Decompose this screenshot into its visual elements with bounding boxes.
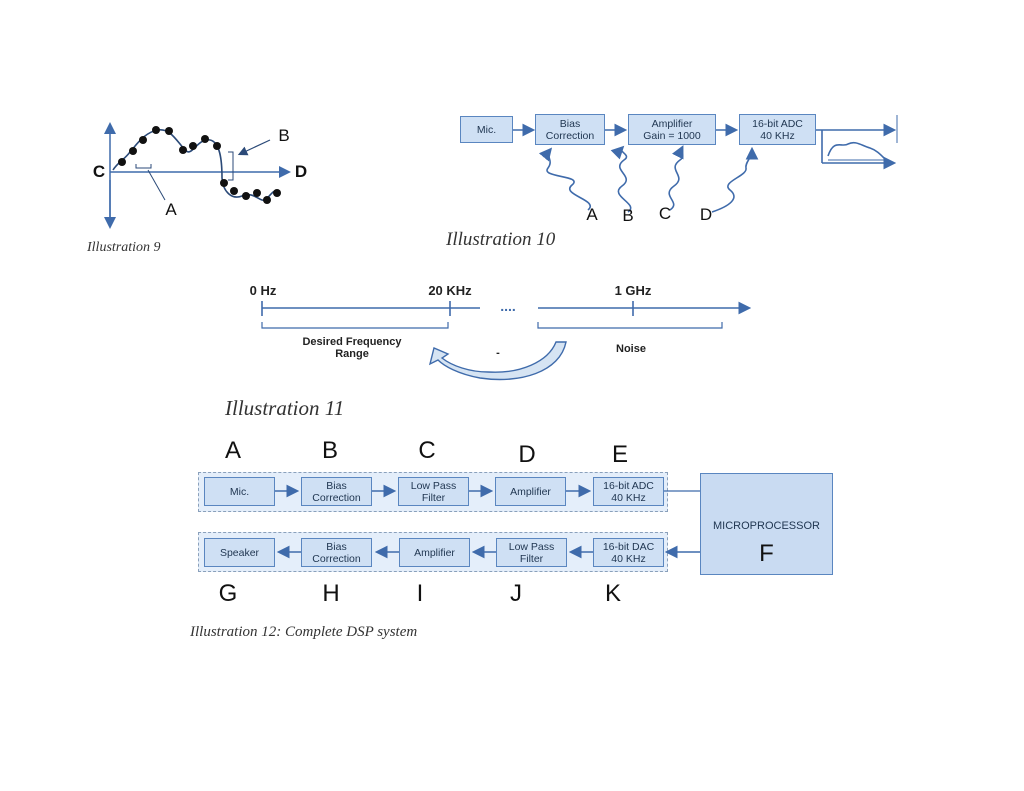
signal-label-c: C (658, 204, 672, 223)
letter-e: E (611, 441, 629, 468)
microprocessor-label: MICROPROCESSOR (713, 520, 820, 532)
dsp-block-bias-correction-in: Bias Correction (301, 477, 372, 506)
dsp-block-amplifier-in: Amplifier (495, 477, 566, 506)
dash-label: - (496, 347, 500, 359)
dsp-block-speaker: Speaker (204, 538, 275, 567)
label-d: D (294, 162, 308, 181)
freq-label-1ghz: 1 GHz (614, 283, 652, 298)
letter-g: G (218, 580, 238, 607)
letter-k: K (604, 580, 622, 607)
axis-dots: .... (500, 298, 516, 314)
label-a: A (165, 200, 177, 219)
freq-label-20khz: 20 KHz (428, 283, 472, 298)
label-b: B (278, 126, 290, 145)
block-bias-correction: Bias Correction (535, 114, 605, 145)
letter-j: J (510, 580, 522, 607)
block-mic: Mic. (460, 116, 513, 143)
caption-illustration-9: Illustration 9 (87, 240, 161, 255)
label-c: C (92, 162, 106, 181)
curved-arrow (428, 341, 567, 381)
dsp-block-low-pass-in: Low Pass Filter (398, 477, 469, 506)
letter-d: D (518, 441, 536, 468)
dsp-block-adc: 16-bit ADC 40 KHz (593, 477, 664, 506)
dsp-block-dac: 16-bit DAC 40 KHz (593, 538, 664, 567)
noise-d-squiggle (711, 146, 759, 213)
microprocessor-letter: F (759, 540, 774, 567)
sample-dots (118, 126, 281, 204)
letter-c: C (418, 437, 436, 464)
caption-illustration-10: Illustration 10 (446, 229, 556, 250)
dsp-block-mic: Mic. (204, 477, 275, 506)
letter-i: I (416, 580, 424, 607)
noise-c-squiggle (668, 145, 684, 211)
caption-illustration-12: Illustration 12: Complete DSP system (190, 624, 418, 640)
desired-range-label: Desired Frequency Range (302, 336, 402, 360)
dsp-block-bias-correction-out: Bias Correction (301, 538, 372, 567)
letter-a: A (224, 437, 242, 464)
microprocessor-block: MICROPROCESSOR F (700, 473, 833, 575)
block-amplifier: Amplifier Gain = 1000 (628, 114, 716, 145)
noise-a-squiggle (538, 147, 592, 211)
signal-label-b: B (622, 206, 634, 225)
freq-label-0hz: 0 Hz (249, 283, 277, 298)
signal-wave (112, 129, 278, 201)
letter-h: H (322, 580, 340, 607)
signal-label-d: D (699, 205, 713, 224)
noise-label: Noise (616, 343, 646, 355)
block-adc: 16-bit ADC 40 KHz (739, 114, 816, 145)
dsp-block-amplifier-out: Amplifier (399, 538, 470, 567)
dsp-block-low-pass-out: Low Pass Filter (496, 538, 567, 567)
caption-illustration-11: Illustration 11 (225, 396, 345, 420)
noise-b-squiggle (610, 145, 632, 213)
signal-label-a: A (586, 205, 598, 224)
letter-b: B (321, 437, 339, 464)
